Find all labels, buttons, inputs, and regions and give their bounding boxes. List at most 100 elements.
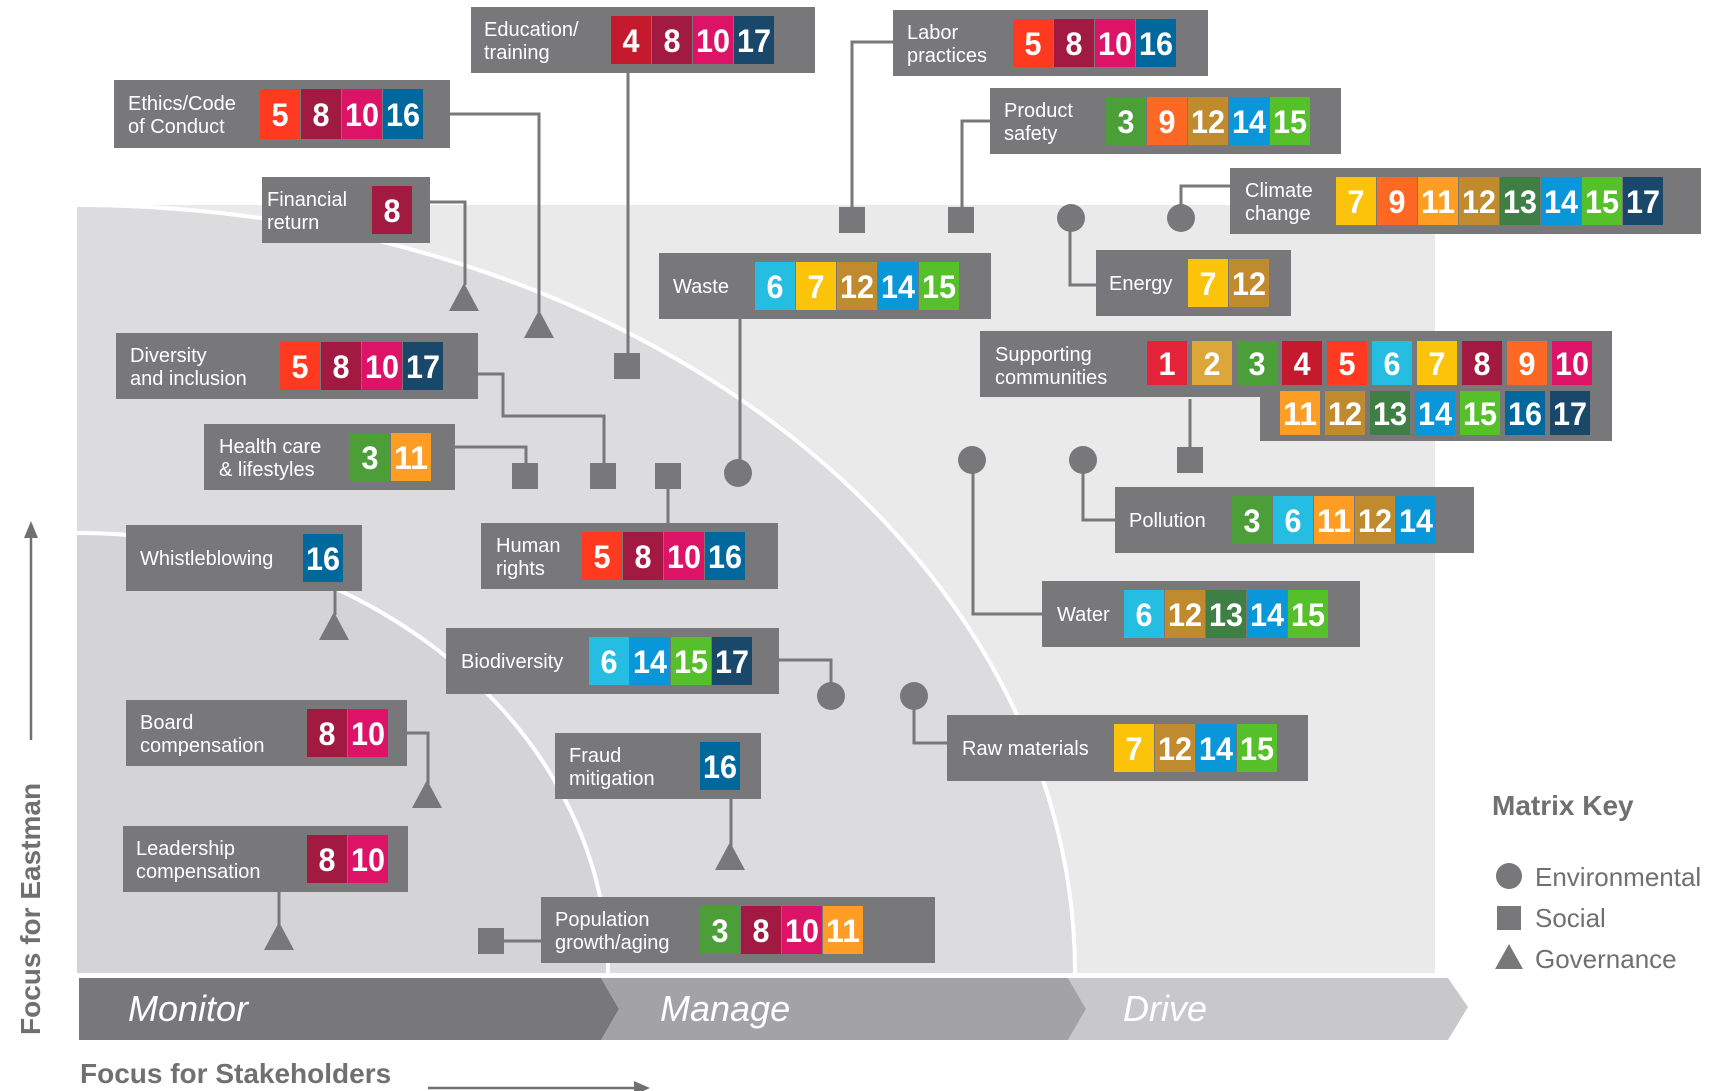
product-social-marker bbox=[948, 207, 974, 233]
sdg-number: 15 bbox=[922, 269, 956, 305]
board-governance-marker bbox=[412, 780, 442, 808]
topic-label: Waste bbox=[673, 276, 729, 298]
sdg-number: 17 bbox=[715, 644, 749, 680]
manage-band bbox=[601, 978, 1086, 1040]
sdg-number: 13 bbox=[1373, 396, 1407, 432]
sdg-number: 6 bbox=[1384, 346, 1401, 382]
sdg-number: 16 bbox=[306, 541, 340, 577]
supporting-sdg-7-badge: 7 bbox=[1417, 341, 1457, 385]
supporting-sdg-6-badge: 6 bbox=[1372, 341, 1412, 385]
topic-label: Education/training bbox=[484, 19, 579, 64]
topic-label: Pollution bbox=[1129, 510, 1206, 532]
topic-label-line: Energy bbox=[1109, 273, 1172, 295]
environmental-key-label: Environmental bbox=[1535, 862, 1701, 892]
x-axis-arrow-head bbox=[634, 1081, 650, 1091]
sdg-number: 8 bbox=[319, 842, 336, 878]
supporting-sdg-10-badge: 10 bbox=[1552, 341, 1592, 385]
supporting-sdg-14-badge: 14 bbox=[1415, 391, 1455, 435]
topic-label-line: Ethics/Code bbox=[128, 93, 236, 115]
labor-sdg-16-badge: 16 bbox=[1136, 19, 1176, 67]
topic-label-line: safety bbox=[1004, 123, 1057, 145]
social-key-icon bbox=[1497, 906, 1521, 930]
sdg-number: 3 bbox=[1118, 104, 1135, 140]
supporting-sdg-11-badge: 11 bbox=[1280, 391, 1320, 435]
topic-label-line: change bbox=[1245, 203, 1311, 225]
sdg-number: 7 bbox=[1348, 184, 1365, 220]
ethics-sdg-5-badge: 5 bbox=[260, 89, 300, 139]
climate-sdg-17-badge: 17 bbox=[1623, 177, 1663, 225]
human-sdg-5-badge: 5 bbox=[582, 532, 622, 580]
sdg-number: 15 bbox=[1291, 597, 1325, 633]
topic-label-line: Water bbox=[1057, 604, 1110, 626]
topic-label-line: Biodiversity bbox=[461, 651, 563, 673]
supporting-sdg-13-badge: 13 bbox=[1370, 391, 1410, 435]
sdg-number: 16 bbox=[1139, 26, 1173, 62]
sdg-number: 17 bbox=[1553, 396, 1587, 432]
diversity-sdg-8-badge: 8 bbox=[321, 342, 361, 390]
sdg-number: 12 bbox=[1358, 503, 1392, 539]
financial-connector bbox=[430, 200, 467, 285]
pollution-sdg-3-badge: 3 bbox=[1232, 496, 1272, 544]
sdg-number: 11 bbox=[394, 440, 428, 476]
matrix-key-title: Matrix Key bbox=[1492, 790, 1634, 821]
sdg-number: 16 bbox=[708, 539, 742, 575]
matrix-key: Matrix Key Environmental Social Governan… bbox=[1492, 790, 1701, 974]
topic-label-line: Raw materials bbox=[962, 738, 1089, 760]
ethics-sdg-8-badge: 8 bbox=[301, 89, 341, 139]
climate-environmental-marker bbox=[1167, 204, 1195, 232]
topic-label-line: return bbox=[267, 212, 319, 234]
sdg-number: 14 bbox=[1250, 597, 1284, 633]
sdg-number: 3 bbox=[1244, 503, 1261, 539]
topic-energy: Energy 7 12 bbox=[1096, 250, 1291, 316]
education-sdg-17-badge: 17 bbox=[734, 16, 774, 64]
board-connector bbox=[407, 731, 430, 784]
environmental-key-icon bbox=[1496, 863, 1522, 889]
sdg-number: 6 bbox=[1136, 597, 1153, 633]
sdg-number: 12 bbox=[1191, 104, 1225, 140]
sdg-number: 6 bbox=[1285, 503, 1302, 539]
focus-bands: Monitor Manage Drive bbox=[79, 978, 1468, 1040]
pollution-connector bbox=[1081, 460, 1115, 522]
manage-band-label: Manage bbox=[660, 988, 790, 1029]
biodiversity-sdg-6-badge: 6 bbox=[589, 637, 629, 685]
sdg-number: 8 bbox=[664, 23, 681, 59]
sdg-number: 10 bbox=[667, 539, 701, 575]
topic-label-line: & lifestyles bbox=[219, 459, 315, 481]
board-sdg-10-badge: 10 bbox=[348, 709, 388, 757]
waste-sdg-14-badge: 14 bbox=[878, 262, 918, 310]
pollution-sdg-6-badge: 6 bbox=[1273, 496, 1313, 544]
energy-sdg-12-badge: 12 bbox=[1229, 259, 1269, 307]
monitor-band bbox=[79, 978, 619, 1040]
sdg-number: 7 bbox=[1200, 266, 1217, 302]
raw-connector bbox=[912, 696, 947, 745]
sdg-number: 13 bbox=[1209, 597, 1243, 633]
sdg-number: 6 bbox=[767, 269, 784, 305]
sdg-number: 8 bbox=[319, 716, 336, 752]
leadership-sdg-10-badge: 10 bbox=[348, 835, 388, 883]
fraud-governance-marker bbox=[715, 842, 745, 870]
health-sdg-3-badge: 3 bbox=[350, 433, 390, 481]
sdg-number: 7 bbox=[1126, 731, 1143, 767]
pollution-environmental-marker bbox=[1069, 446, 1097, 474]
topic-markers bbox=[264, 204, 1203, 954]
labor-social-marker bbox=[839, 207, 865, 233]
sdg-number: 8 bbox=[1474, 346, 1491, 382]
x-axis-label: Focus for Stakeholders bbox=[80, 1058, 391, 1089]
sdg-number: 11 bbox=[1283, 396, 1317, 432]
sdg-number: 3 bbox=[362, 440, 379, 476]
sdg-number: 5 bbox=[1025, 26, 1042, 62]
climate-sdg-12-badge: 12 bbox=[1459, 177, 1499, 225]
sdg-number: 8 bbox=[753, 913, 770, 949]
sdg-number: 7 bbox=[1429, 346, 1446, 382]
